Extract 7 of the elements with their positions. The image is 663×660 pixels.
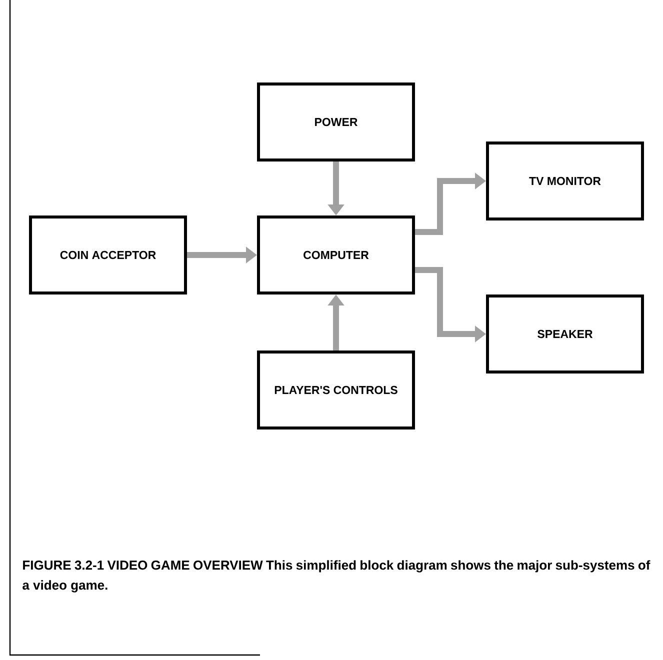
block-box: POWER xyxy=(257,82,415,162)
figure-caption: FIGURE 3.2-1 VIDEO GAME OVERVIEW This simplified block diagram shows the major sub-systems of a video game. xyxy=(22,560,650,592)
block-box: COMPUTER xyxy=(257,216,415,294)
block-box: COIN ACCEPTOR xyxy=(29,216,187,294)
block-box: SPEAKER xyxy=(486,294,644,374)
block-box: TV MONITOR xyxy=(486,142,644,220)
block-box: PLAYER'S CONTROLS xyxy=(257,350,415,430)
